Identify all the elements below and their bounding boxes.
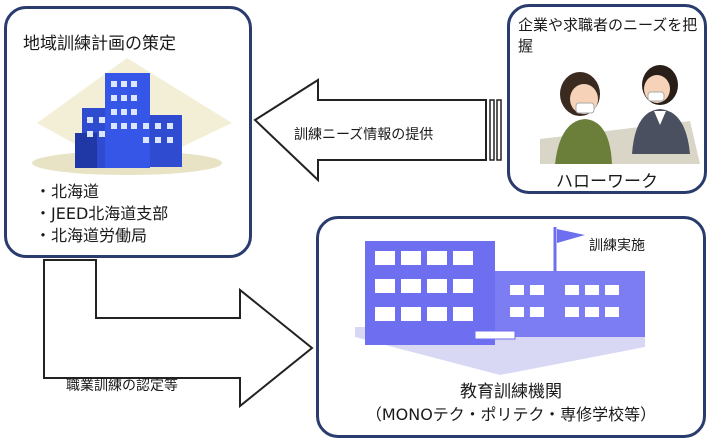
certification-arrow <box>43 259 314 409</box>
hellowork-box: 企業や求職者のニーズを把握 ハローワーク <box>507 4 707 194</box>
bullet-item: ・北海道 <box>35 182 100 201</box>
school-box: 訓練実施 教育訓練機関 （MONOテク・ポリテク・専修学校等） <box>316 216 706 438</box>
counseling-illustration <box>540 65 700 164</box>
planning-box: 地域訓練計画の策定 ・北海道 ・JEED北海道支部 ・北海道労働局 <box>4 6 252 258</box>
office-buildings-illustration <box>32 58 232 175</box>
hellowork-label: ハローワーク <box>556 172 658 192</box>
bullet-item: ・JEED北海道支部 <box>35 204 169 223</box>
bullet-item: ・北海道労働局 <box>35 226 148 245</box>
needs-arrow-label: 訓練ニーズ情報の提供 <box>294 127 434 143</box>
school-examples: （MONOテク・ポリテク・専修学校等） <box>365 405 657 424</box>
school-building-illustration <box>355 227 645 375</box>
planning-bullets: ・北海道 ・JEED北海道支部 ・北海道労働局 <box>35 181 168 247</box>
planning-title: 地域訓練計画の策定 <box>23 34 176 54</box>
school-name: 教育訓練機関 <box>460 382 562 402</box>
hellowork-title: 企業や求職者のニーズを把握 <box>518 16 698 55</box>
training-label: 訓練実施 <box>589 238 645 254</box>
certification-arrow-label: 職業訓練の認定等 <box>66 378 178 394</box>
needs-arrow <box>253 78 502 183</box>
